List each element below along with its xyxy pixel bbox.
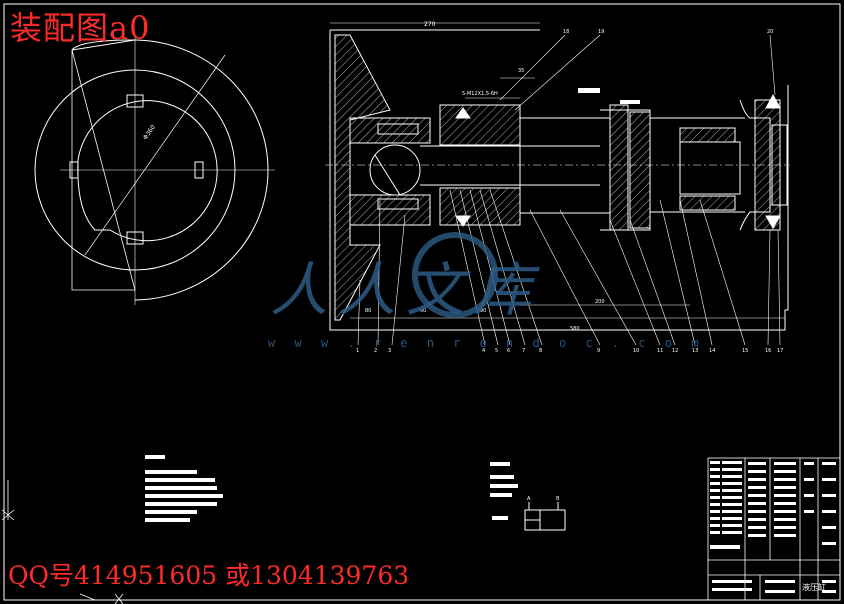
watermark-text: 人人文库 <box>270 256 543 324</box>
callout-15: 15 <box>742 348 748 354</box>
callout-5: 5 <box>495 348 498 354</box>
callout-14: 14 <box>709 348 715 354</box>
callout-20: 20 <box>767 29 773 35</box>
callout-18: 18 <box>563 29 569 35</box>
callout-3: 3 <box>388 348 391 354</box>
callout-1: 1 <box>356 348 359 354</box>
main-section-view: 270 <box>325 21 790 346</box>
svg-text:Φ360: Φ360 <box>142 124 157 141</box>
drawing-title: 装配图a0 <box>10 9 151 47</box>
callout-12: 12 <box>672 348 678 354</box>
dim-thread: 5-M12X1.5-6H <box>462 91 498 97</box>
watermark-url: w w w . r e n r e n d o c . c o m <box>268 336 705 350</box>
callout-9: 9 <box>597 348 600 354</box>
dim-seg3: 90 <box>480 308 486 314</box>
left-end-view: Φ360 <box>34 35 275 305</box>
callout-13: 13 <box>692 348 698 354</box>
callout-6: 6 <box>507 348 510 354</box>
callout-7: 7 <box>522 348 525 354</box>
callout-2: 2 <box>374 348 377 354</box>
callout-4: 4 <box>482 348 485 354</box>
contact-text: QQ号414951605 或1304139763 <box>8 561 410 590</box>
svg-text:B: B <box>556 496 560 502</box>
callout-8: 8 <box>539 348 542 354</box>
dim-seg1: 80 <box>365 308 371 314</box>
leader-lines <box>357 34 781 346</box>
dim-total: 580 <box>570 326 580 332</box>
callout-10: 10 <box>633 348 639 354</box>
dim-d1: 35 <box>518 68 524 74</box>
hydraulic-symbol: A B <box>490 462 566 531</box>
callout-11: 11 <box>657 348 663 354</box>
dim-sub: 200 <box>595 299 605 305</box>
ucs-icon <box>1 480 124 604</box>
title-block: 液压缸 <box>707 457 841 601</box>
drawing-frame <box>3 3 841 601</box>
technical-requirements <box>145 455 223 522</box>
callout-16: 16 <box>765 348 771 354</box>
watermark-ring <box>412 232 498 318</box>
dim-overall: 270 <box>424 21 436 28</box>
callout-17: 17 <box>777 348 783 354</box>
dim-seg2: 60 <box>420 308 426 314</box>
titleblock-name: 液压缸 <box>802 582 826 592</box>
callout-19: 19 <box>598 29 604 35</box>
svg-text:A: A <box>527 496 531 502</box>
